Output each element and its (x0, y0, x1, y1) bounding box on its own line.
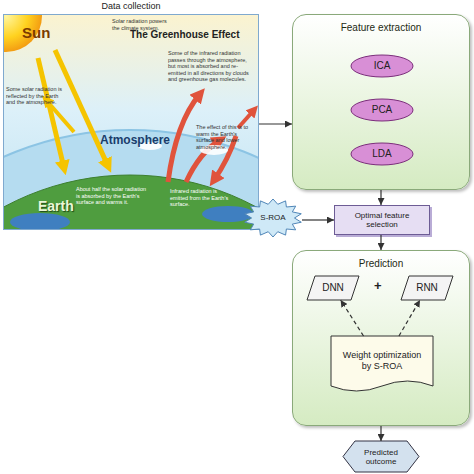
illustration-heading: Sun (22, 24, 50, 42)
terminal-hexagon-path (343, 441, 419, 472)
illustration-heading: Atmosphere (100, 133, 170, 147)
flow-arrow (380, 235, 381, 250)
method-ellipse-path (351, 55, 413, 77)
process-box: Optimal feature selection (334, 205, 430, 235)
method-ellipse: ICA (351, 55, 413, 77)
model-parallelogram: DNN (307, 276, 359, 300)
node-label: S-ROA (252, 213, 294, 222)
flow-arrow (302, 219, 334, 220)
document-shape: Weight optimization by S-ROA (331, 336, 433, 394)
node-label: RNN (404, 282, 450, 294)
model-parallelogram-path (307, 276, 359, 300)
stage-box: Feature extractionICA PCA LDA (292, 14, 470, 190)
solar-arrow (55, 50, 108, 166)
stage-box: PredictionDNN RNN Weight optimization by S… (292, 250, 470, 426)
operator-sign: + (374, 278, 382, 294)
illustration-note: The effect of this is to warm the Earth'… (196, 124, 254, 150)
method-ellipse-path (351, 143, 413, 165)
terminal-hexagon: Predicted outcome (343, 441, 419, 472)
earth-surface (3, 175, 259, 230)
node-label: Weight optimization by S-ROA (337, 350, 427, 371)
illustration-heading: The Greenhouse Effect (130, 29, 239, 41)
node-label: ICA (354, 60, 410, 72)
node-label: DNN (310, 282, 356, 294)
model-parallelogram: RNN (401, 276, 453, 300)
model-parallelogram-path (401, 276, 453, 300)
node-label: LDA (354, 148, 410, 160)
document-shape-path (331, 336, 433, 391)
illustration-note: Infrared radiation is emitted from the E… (170, 188, 232, 208)
node-label: Predicted outcome (351, 447, 411, 465)
node-label: PCA (354, 104, 410, 116)
node-label: Prediction (293, 258, 469, 270)
solar-arrow (38, 58, 64, 168)
illustration-note: Some solar radiation is reflected by the… (6, 86, 64, 106)
optimizer-burst: S-ROA (244, 199, 302, 237)
node-label: Feature extraction (293, 22, 469, 34)
greenhouse-illustration (3, 14, 259, 230)
flow-arrow (259, 123, 292, 124)
illustration-note: Solar radiation powers the climate syste… (112, 18, 174, 31)
node-label: Optimal feature selection (338, 211, 426, 229)
illustration-note: Some of the infrared radiation passes th… (168, 50, 256, 83)
ocean-patch (10, 213, 70, 230)
node-label: Data collection (4, 1, 258, 11)
flow-arrow (380, 426, 381, 441)
method-ellipse: PCA (351, 99, 413, 121)
illustration-heading: Earth (38, 198, 74, 215)
method-ellipse-path (351, 99, 413, 121)
illustration-note: About half the solar radiation is absorb… (76, 186, 148, 206)
method-ellipse: LDA (351, 143, 413, 165)
flow-arrow (380, 190, 381, 205)
optimizer-burst-path (245, 199, 302, 237)
